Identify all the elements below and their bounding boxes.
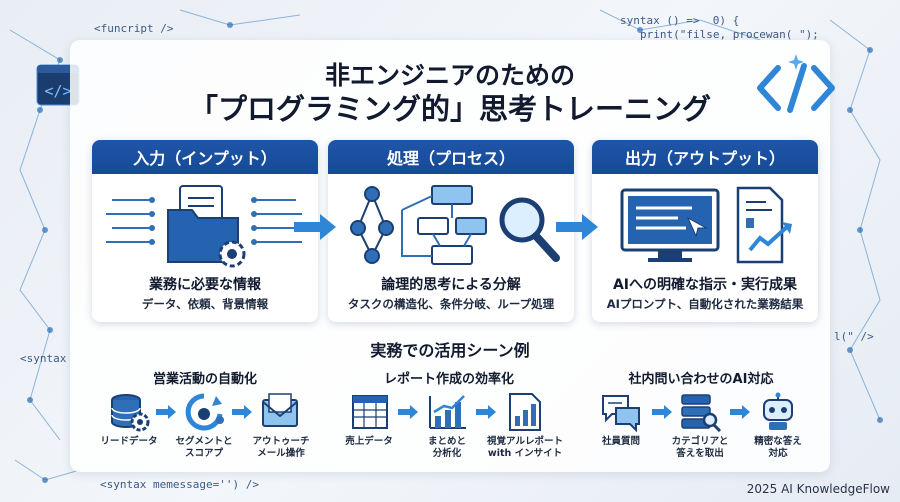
panel-input-sub: データ、依頼、背景情報: [141, 297, 269, 311]
bg-code-top-left: <funcript />: [94, 22, 174, 35]
scene1-arrow-2: [232, 405, 252, 419]
step-label-summary: まとめと分析化: [427, 436, 466, 459]
panel-process-main: 論理的思考による分解: [381, 277, 521, 293]
panel-input-header: 入力（インプット）: [92, 140, 318, 174]
scene-title-sales: 営業活動の自動化: [152, 372, 257, 387]
arrow-input-to-process: [294, 214, 336, 240]
panel-input: 入力（インプット） 業務に必要な情報 データ、依頼、背景情報: [92, 140, 318, 322]
monitor-report-icon: [620, 186, 792, 264]
report-chart-icon: [509, 393, 541, 431]
scene3-arrow-1: [652, 405, 672, 419]
footer-copyright: 2025 AI KnowledgeFlow: [746, 482, 890, 496]
svg-text:</>: </>: [44, 82, 71, 100]
bg-code-mid-left: <syntax: [20, 352, 67, 365]
title-line-1: 非エンジニアのための: [324, 61, 575, 90]
panel-output-main: AIへの明確な指示・実行成果: [612, 277, 798, 293]
email-icon: [262, 393, 298, 427]
arrow-process-to-output: [556, 214, 598, 240]
step-label-precise-answer: 精密な答え対応: [754, 436, 802, 459]
bg-code-top-right-2: print("filse, procewan( ");: [640, 28, 819, 41]
database-gear-icon: [111, 394, 150, 432]
segment-cycle-icon: [185, 393, 224, 431]
chat-bubbles-icon: [602, 395, 640, 432]
bg-code-mid-right: l(" />: [834, 330, 874, 343]
step-label-employee-question: 社員質問: [601, 436, 640, 447]
panel-output-sub: AIプロンプト、自動化された業務結果: [606, 297, 804, 311]
bg-code-top-right-1: syntax () => 0) {: [620, 14, 740, 27]
step-label-outreach: アウトゥーチメール操作: [252, 436, 310, 459]
panel-process: 処理（プロセス） 論理的思考による分解 タスクの構造化、条件分岐、ループ処理: [328, 140, 574, 322]
scene-title-report: レポート作成の効率化: [383, 372, 514, 387]
panel-process-sub: タスクの構造化、条件分岐、ループ処理: [347, 297, 555, 311]
scene3-arrow-2: [730, 405, 750, 419]
flowchart-magnifier-icon: [350, 185, 560, 265]
step-label-sales-data: 売上データ: [345, 436, 393, 447]
scene1-arrow-1: [156, 405, 176, 419]
step-label-category: カテゴリアと答えを取出: [671, 436, 729, 459]
step-label-segment: セグメントとスコアプ: [175, 436, 233, 459]
bar-chart-icon: [429, 395, 466, 429]
title-line-2: 「プログラミング的」思考トレーニング: [188, 92, 711, 126]
scene2-arrow-1: [398, 405, 418, 419]
scene-title-helpdesk: 社内問い合わせのAI対応: [628, 372, 774, 387]
scene2-arrow-2: [476, 405, 496, 419]
spreadsheet-icon: [352, 395, 388, 429]
panel-output-header: 出力（アウトプット）: [592, 140, 818, 174]
step-label-lead-data: リードデータ: [100, 436, 158, 447]
scenes-title: 実務での活用シーン例: [370, 341, 530, 360]
folder-gear-icon: [106, 185, 302, 268]
server-search-icon: [681, 394, 722, 432]
code-brackets-icon: [757, 54, 835, 113]
robot-icon: [763, 392, 793, 430]
code-window-icon: </>: [36, 64, 80, 106]
panel-input-main: 業務に必要な情報: [149, 277, 261, 293]
bg-code-bottom: <syntax memessage='') />: [100, 478, 259, 491]
panel-process-header: 処理（プロセス）: [328, 140, 574, 174]
panel-output: 出力（アウトプット） AIへの明確な指示・実行成果 AIプロンプト、自動化された…: [592, 140, 818, 322]
